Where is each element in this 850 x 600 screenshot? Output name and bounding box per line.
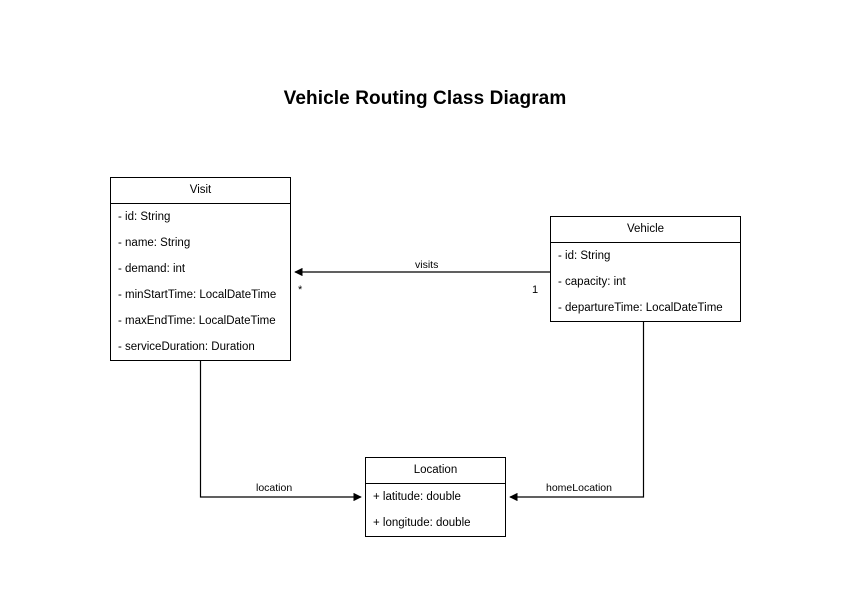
- attribute-row: - maxEndTime: LocalDateTime: [118, 315, 276, 327]
- multiplicity-vehicle-side: 1: [532, 284, 539, 296]
- edge-label-homelocation: homeLocation: [543, 482, 615, 494]
- class-box-vehicle[interactable]: Vehicle - id: String - capacity: int - d…: [550, 216, 741, 322]
- attribute-row: - capacity: int: [558, 276, 626, 288]
- class-name-vehicle: Vehicle: [551, 217, 740, 243]
- attribute-row: - id: String: [558, 250, 611, 262]
- attribute-row: - name: String: [118, 237, 191, 249]
- class-attributes-vehicle: - id: String - capacity: int - departure…: [551, 243, 740, 321]
- attribute-row: - demand: int: [118, 263, 186, 275]
- class-box-visit[interactable]: Visit - id: String - name: String - dema…: [110, 177, 291, 361]
- attribute-row: + latitude: double: [373, 491, 461, 503]
- attribute-row: - departureTime: LocalDateTime: [558, 302, 723, 314]
- edge-label-location: location: [253, 482, 296, 494]
- class-name-visit: Visit: [111, 178, 290, 204]
- attribute-row: - id: String: [118, 211, 171, 223]
- page-title: Vehicle Routing Class Diagram: [283, 88, 567, 109]
- attribute-row: + longitude: double: [373, 517, 471, 529]
- class-name-location: Location: [366, 458, 505, 484]
- edge-label-visits: visits: [412, 259, 442, 271]
- class-attributes-location: + latitude: double + longitude: double: [366, 484, 505, 536]
- edge-location: [199, 360, 362, 502]
- class-attributes-visit: - id: String - name: String - demand: in…: [111, 204, 290, 360]
- edge-homelocation: [509, 321, 645, 502]
- attribute-row: - minStartTime: LocalDateTime: [118, 289, 277, 301]
- attribute-row: - serviceDuration: Duration: [118, 341, 255, 353]
- class-box-location[interactable]: Location + latitude: double + longitude:…: [365, 457, 506, 537]
- multiplicity-visit-side: *: [298, 284, 303, 296]
